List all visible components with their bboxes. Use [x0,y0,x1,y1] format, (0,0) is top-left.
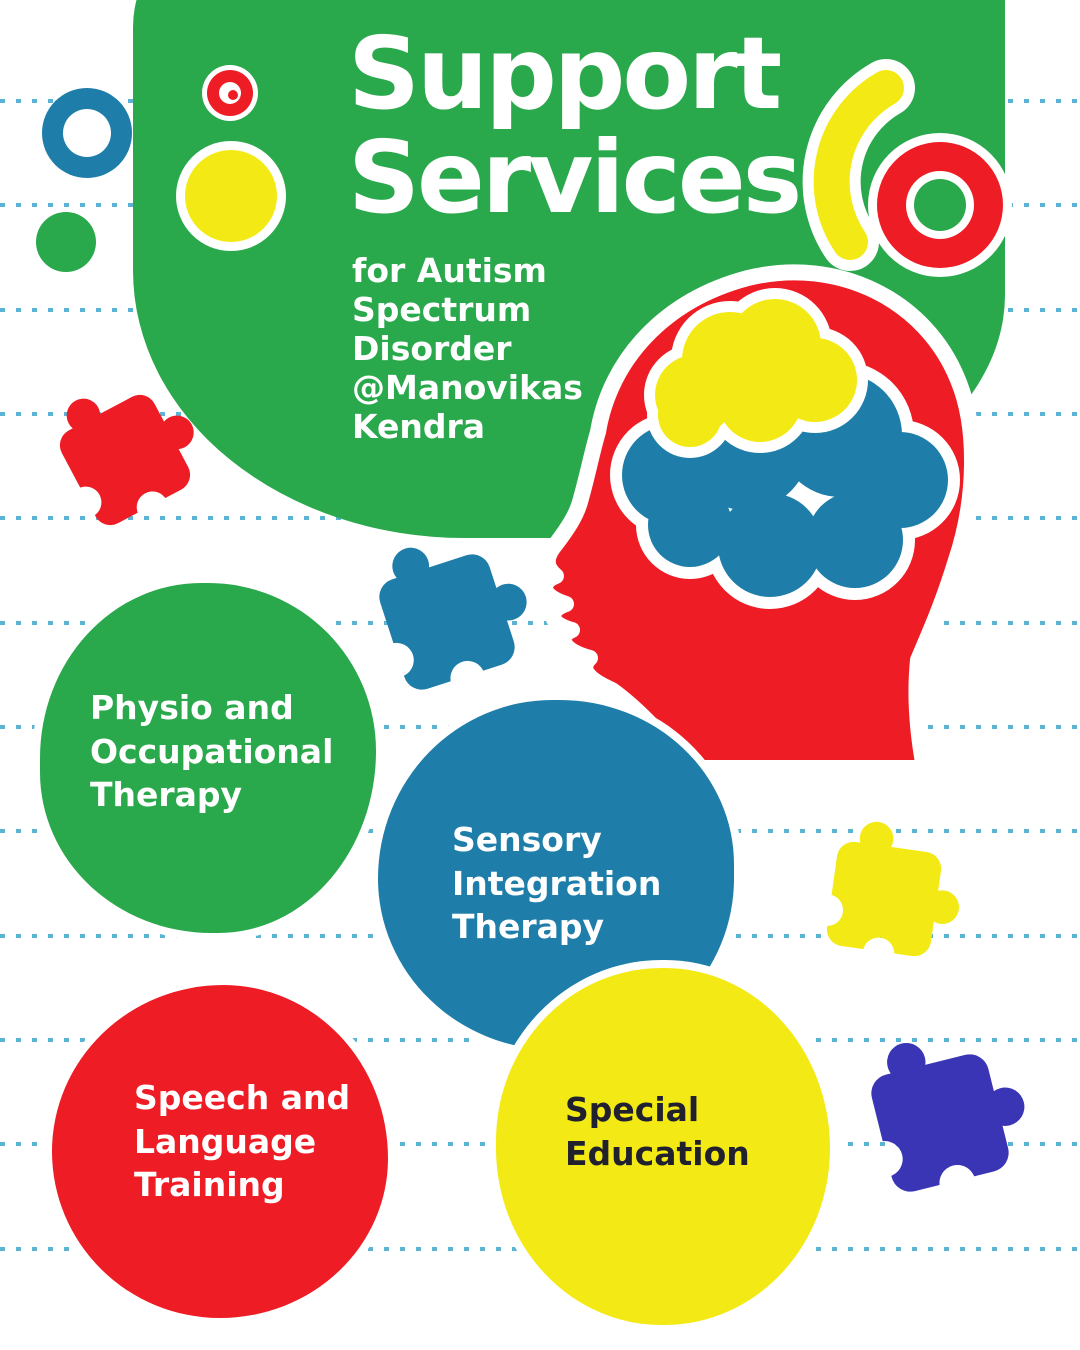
bubble-physio-occupational-therapy [32,575,384,941]
poster-subtitle: for Autism Spectrum Disorder @Manovikas … [352,251,583,446]
bubble-speech-language-training [44,977,396,1326]
brain-cloud-yellow-icon [644,288,868,458]
puzzle-yellow-icon [824,816,970,962]
blue-ring-icon [42,88,132,178]
notebook-line [0,621,1080,625]
yellow-arc-icon [802,59,915,271]
label-physio-occupational-therapy: Physio and Occupational Therapy [90,688,334,815]
red-donut-icon [868,133,1012,277]
green-dot-icon [36,212,96,272]
label-sensory-integration-therapy: Sensory Integration Therapy [452,820,662,947]
puzzle-indigo-icon [860,1018,1039,1196]
label-speech-language-training: Speech and Language Training [134,1078,351,1205]
poster-title: Support Services [348,15,802,236]
yellow-dot-icon [176,141,286,251]
bubble-special-education [488,960,838,1333]
puzzle-red-icon [43,357,217,532]
puzzle-blue-icon [366,517,544,695]
label-special-education: Special Education [565,1090,750,1173]
target-dot-icon [202,65,258,121]
